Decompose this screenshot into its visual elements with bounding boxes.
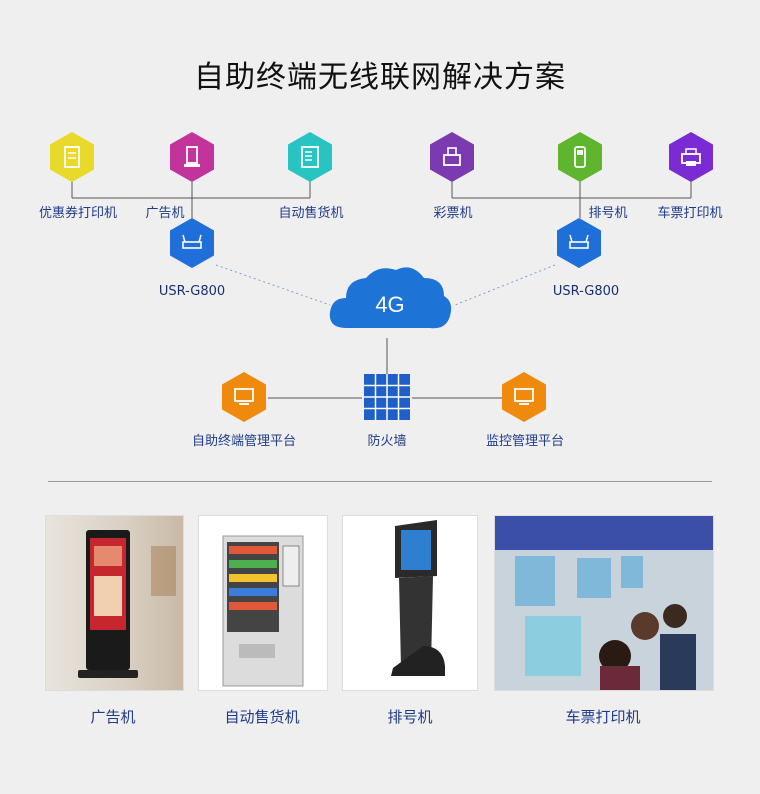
label-platform-right: 监控管理平台 xyxy=(485,434,565,449)
lottery-machine-icon xyxy=(430,132,474,182)
photo-queue-machine xyxy=(342,515,478,691)
photo-ticket-printer xyxy=(494,515,714,691)
label-router-right: USR-G800 xyxy=(552,284,620,299)
monitor-icon-left xyxy=(222,372,266,422)
label-vending-machine: 自动售货机 xyxy=(278,206,344,221)
divider xyxy=(48,481,712,482)
cloud-label: 4G xyxy=(375,292,404,317)
photo-ad-machine xyxy=(45,515,184,691)
label-router-left: USR-G800 xyxy=(158,284,226,299)
4g-cloud-icon: 4G xyxy=(329,267,452,329)
label-ad-machine: 广告机 xyxy=(145,206,185,221)
label-lottery-machine: 彩票机 xyxy=(433,206,473,221)
label-firewall: 防火墙 xyxy=(367,434,407,449)
vending-machine-icon xyxy=(288,132,332,182)
label-ticket-printer: 车票打印机 xyxy=(657,206,723,221)
firewall-icon xyxy=(364,374,410,420)
caption-queue-machine: 排号机 xyxy=(387,708,433,726)
label-platform-left: 自助终端管理平台 xyxy=(191,434,297,449)
label-coupon-printer: 优惠券打印机 xyxy=(38,206,118,221)
caption-vending-machine: 自动售货机 xyxy=(224,708,300,726)
caption-ad-machine: 广告机 xyxy=(90,708,136,726)
page-title: 自助终端无线联网解决方案 xyxy=(194,60,566,95)
label-queue-machine: 排号机 xyxy=(588,206,628,221)
photo-vending-machine xyxy=(198,515,328,691)
caption-ticket-printer: 车票打印机 xyxy=(565,708,641,726)
